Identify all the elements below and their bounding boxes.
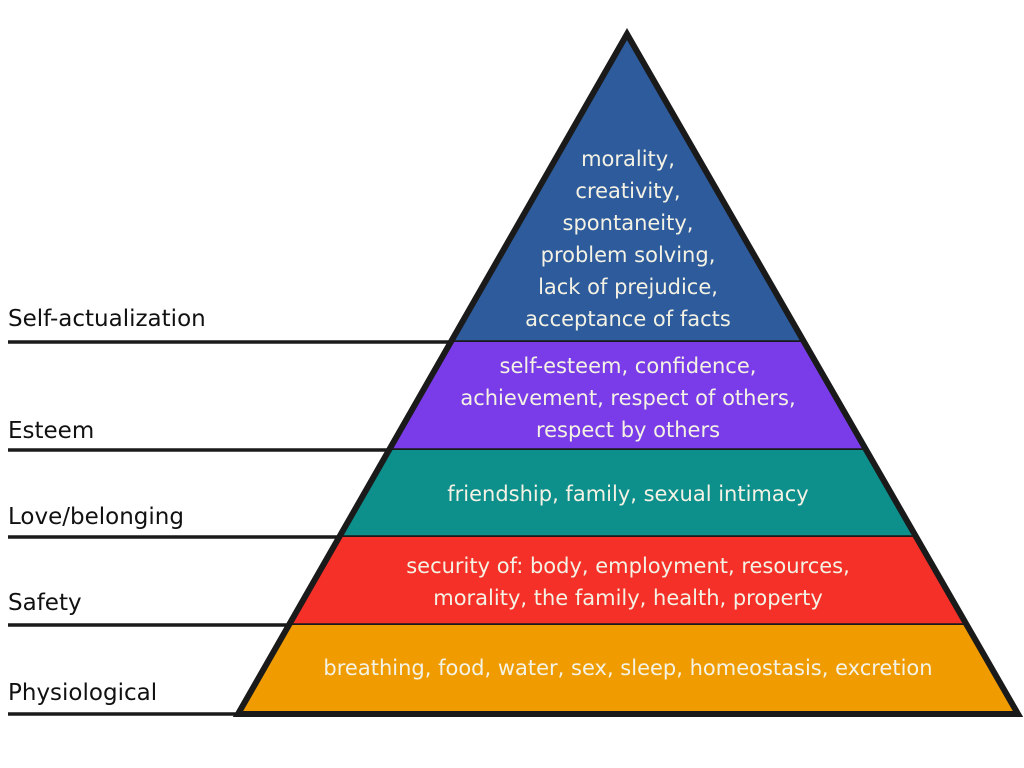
level-label-safety: Safety [8, 590, 82, 616]
pyramid-tier-self-actualization [450, 34, 805, 342]
level-description-love-belonging: friendship, family, sexual intimacy [447, 482, 809, 506]
pyramid-tier-physiological [238, 625, 1018, 714]
level-label-love-belonging: Love/belonging [8, 504, 184, 530]
pyramid-tier-safety [288, 537, 967, 625]
level-description-esteem: self-esteem, confidence, achievement, re… [460, 354, 796, 442]
level-description-safety: security of: body, employment, resources… [406, 554, 850, 610]
level-description-physiological: breathing, food, water, sex, sleep, home… [323, 656, 933, 680]
level-description-self-actualization: morality, creativity, spontaneity, probl… [525, 147, 731, 331]
level-label-physiological: Physiological [8, 680, 158, 706]
pyramid-tier-esteem [389, 342, 867, 450]
pyramid-outline [232, 27, 1024, 717]
pyramid-tier-love-belonging [339, 450, 917, 537]
level-label-esteem: Esteem [8, 418, 95, 444]
level-label-self-actualization: Self-actualization [8, 306, 206, 332]
